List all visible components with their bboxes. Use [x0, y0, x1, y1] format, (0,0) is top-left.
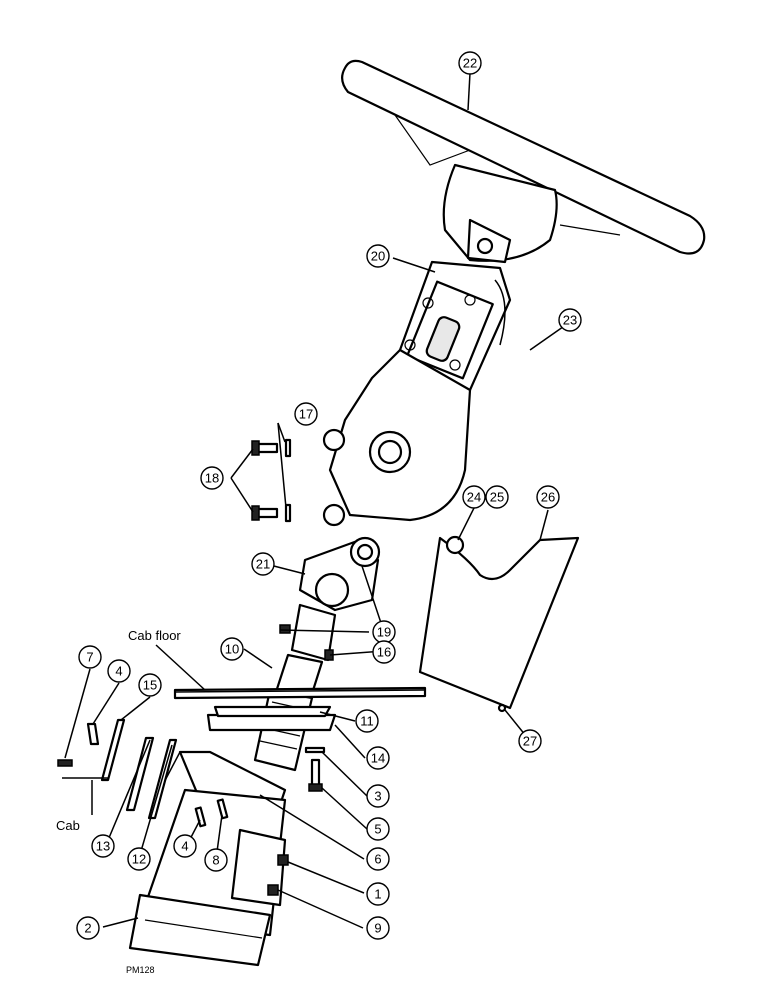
svg-text:5: 5: [374, 822, 381, 837]
svg-text:17: 17: [299, 407, 313, 422]
callout-22: 22: [458, 51, 482, 75]
callout-2: 2: [76, 916, 100, 940]
svg-text:1: 1: [374, 887, 381, 902]
shim-plates: [57, 718, 178, 820]
callout-7: 7: [78, 645, 102, 669]
svg-text:13: 13: [96, 839, 110, 854]
steering-wheel: [341, 59, 706, 262]
cover-shield: [418, 535, 580, 713]
svg-text:19: 19: [377, 625, 391, 640]
callout-21: 21: [251, 552, 275, 576]
column-tilt-housing: [322, 348, 472, 527]
svg-text:8: 8: [212, 853, 219, 868]
callout-18: 18: [200, 466, 224, 490]
floor-boot: [206, 705, 337, 732]
svg-text:4: 4: [181, 839, 188, 854]
callout-13: 13: [91, 834, 115, 858]
svg-text:3: 3: [374, 789, 381, 804]
callout-3: 3: [366, 784, 390, 808]
callout-4-lower: 4: [173, 834, 197, 858]
callout-26: 26: [536, 485, 560, 509]
svg-text:2: 2: [84, 921, 91, 936]
upper-column-housing: [398, 218, 512, 392]
svg-text:24: 24: [467, 490, 481, 505]
lower-bolt: [304, 746, 326, 792]
callout-24: 24: [462, 485, 486, 509]
svg-text:11: 11: [360, 714, 374, 729]
svg-text:15: 15: [143, 678, 157, 693]
callout-10: 10: [220, 637, 244, 661]
cab-floor-label: Cab floor: [128, 628, 181, 643]
svg-text:26: 26: [541, 490, 555, 505]
callout-15: 15: [138, 673, 162, 697]
callout-14: 14: [366, 746, 390, 770]
svg-text:27: 27: [523, 734, 537, 749]
small-pins: [194, 798, 229, 828]
callout-23: 23: [558, 308, 582, 332]
callout-8: 8: [204, 848, 228, 872]
svg-text:6: 6: [374, 852, 381, 867]
bolt-lower: [251, 503, 292, 523]
callout-25: 25: [485, 485, 509, 509]
svg-text:21: 21: [256, 557, 270, 572]
svg-text:18: 18: [205, 471, 219, 486]
callout-12: 12: [127, 847, 151, 871]
svg-text:14: 14: [371, 751, 385, 766]
callout-6: 6: [366, 847, 390, 871]
svg-text:25: 25: [490, 490, 504, 505]
cab-label: Cab: [56, 818, 80, 833]
svg-text:4: 4: [115, 664, 122, 679]
svg-text:9: 9: [374, 921, 381, 936]
callout-17: 17: [294, 402, 318, 426]
svg-text:23: 23: [563, 313, 577, 328]
svg-text:16: 16: [377, 645, 391, 660]
callout-1: 1: [366, 882, 390, 906]
cab-floor-plate: [173, 686, 427, 700]
bolt-upper: [251, 438, 292, 458]
callout-11: 11: [355, 709, 379, 733]
svg-text:7: 7: [86, 650, 93, 665]
callout-9: 9: [366, 916, 390, 940]
callout-4-upper: 4: [107, 659, 131, 683]
callout-19: 19: [372, 620, 396, 644]
svg-text:22: 22: [463, 56, 477, 71]
universal-joint: [279, 536, 381, 662]
figure-code: PM128: [126, 965, 155, 975]
callout-27: 27: [518, 729, 542, 753]
svg-text:20: 20: [371, 249, 385, 264]
svg-text:12: 12: [132, 852, 146, 867]
callout-16: 16: [372, 640, 396, 664]
svg-text:10: 10: [225, 642, 239, 657]
callout-20: 20: [366, 244, 390, 268]
callout-5: 5: [366, 817, 390, 841]
